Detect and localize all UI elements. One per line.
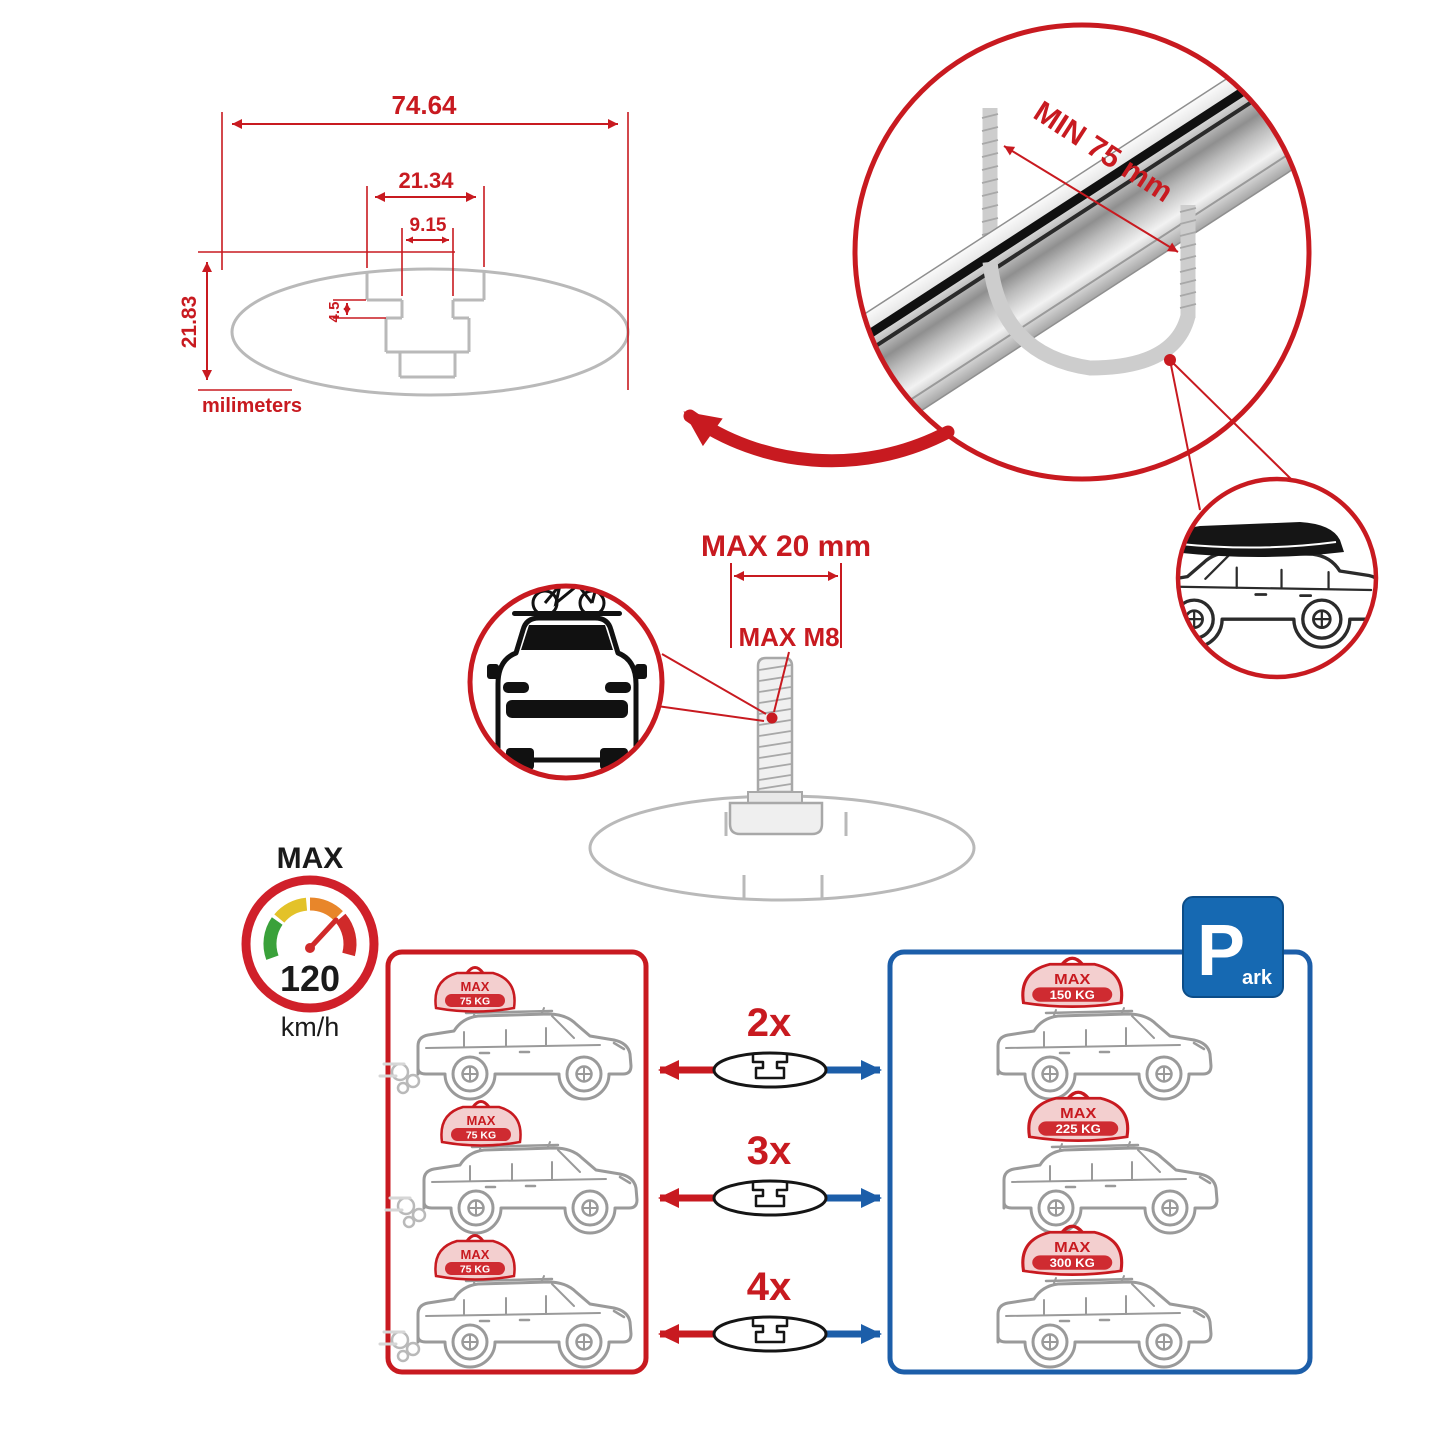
speed-value: 120 — [280, 958, 340, 999]
load-kg-label: 75 KG — [460, 996, 490, 1008]
load-kg-label: 300 KG — [1050, 1257, 1095, 1270]
parking-sign: P ark — [1182, 896, 1284, 998]
bike-car-circle — [467, 583, 665, 781]
parking-sign-letter: P — [1197, 911, 1245, 991]
load-max-label: MAX — [1054, 972, 1091, 988]
dim-total-width: 74.64 — [391, 90, 457, 120]
bolt-drawing — [728, 656, 824, 836]
roof-load-badge-75-2: MAX 75 KG — [440, 1100, 522, 1147]
roof-load-badge-75-1: MAX 75 KG — [434, 966, 516, 1013]
dim-channel-width: 21.34 — [398, 168, 454, 193]
crossbar-section-icon — [712, 1315, 828, 1353]
bar-count-2x: 2x — [747, 1001, 792, 1045]
load-kg-label: 150 KG — [1050, 989, 1095, 1002]
units-label: milimeters — [202, 395, 302, 417]
zoom-arrow — [683, 409, 955, 468]
roof-box-icon — [1178, 522, 1344, 557]
bike-callout-lines — [656, 653, 767, 722]
bolt-spec-diagram: MAX 20 mm MAX M8 — [588, 530, 976, 902]
bar-count-3x: 3x — [747, 1129, 792, 1173]
load-max-label: MAX — [1060, 1106, 1097, 1122]
load-max-label: MAX — [1054, 1240, 1091, 1256]
max-thread-label: MAX M8 — [738, 622, 839, 652]
roof-load-badge-150: MAX 150 KG — [1021, 956, 1124, 1009]
bolt-callout-dot — [766, 712, 778, 724]
bar-count-4x: 4x — [747, 1265, 792, 1309]
speedometer-gauge — [263, 897, 357, 960]
suv-roofbox-circle — [1175, 476, 1379, 680]
bar-zoom-circle: MIN 75 mm — [683, 22, 1349, 536]
dim-total-height: 21.83 — [178, 296, 201, 349]
crossbar-section-icon — [712, 1051, 828, 1089]
u-bolt-right-rod — [982, 205, 1197, 376]
load-kg-label: 75 KG — [466, 1130, 496, 1142]
load-max-label: MAX — [461, 1247, 490, 1262]
load-kg-label: 75 KG — [460, 1264, 490, 1276]
parking-sign-suffix: ark — [1242, 967, 1273, 989]
roof-load-badge-75-3: MAX 75 KG — [434, 1234, 516, 1281]
load-max-label: MAX — [461, 979, 490, 994]
speed-max-label: MAX — [277, 842, 344, 875]
load-max-label: MAX — [467, 1113, 496, 1128]
speed-unit: km/h — [281, 1012, 340, 1042]
bar-profile-drawing — [230, 267, 630, 397]
cross-section-diagram: 74.64 21.34 9.15 4.5 21.83 milimeters — [178, 90, 630, 417]
crossbar-count-rows: 2x 3x 4x — [658, 1001, 882, 1353]
speedometer-needle — [307, 917, 339, 951]
crossbar-section-icon — [712, 1179, 828, 1217]
parked-panel: MAX 150 KG MAX 225 KG MAX 300 KG — [887, 949, 1313, 1375]
roof-load-badge-225: MAX 225 KG — [1027, 1090, 1130, 1143]
car-front-icon — [487, 615, 647, 770]
roof-load-badge-300: MAX 300 KG — [1021, 1224, 1124, 1277]
max-bolt-length-label: MAX 20 mm — [701, 530, 871, 563]
load-kg-label: 225 KG — [1056, 1123, 1101, 1136]
speed-limit-badge: MAX 120 km/h — [241, 842, 379, 1042]
dim-lip-depth: 4.5 — [326, 302, 343, 323]
driving-panel: MAX 75 KG MAX 75 KG MAX 75 KG — [378, 949, 649, 1375]
dim-slot-width: 9.15 — [410, 215, 447, 236]
